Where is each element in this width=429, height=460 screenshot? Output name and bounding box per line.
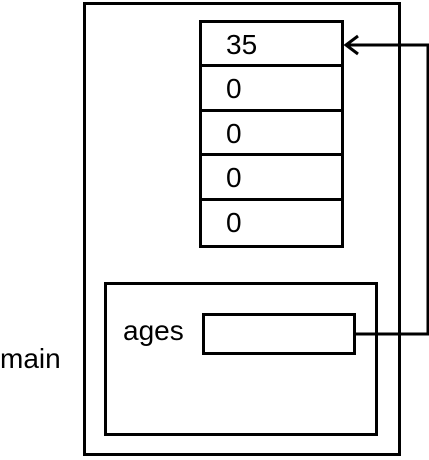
array-cell: 0 [202, 67, 341, 112]
variable-label: ages [123, 315, 184, 346]
array-cell-value: 35 [226, 29, 258, 60]
array-cell: 0 [202, 201, 341, 245]
array-cell-value: 0 [226, 162, 242, 194]
array-object: 35 0 0 0 0 [199, 20, 344, 248]
array-cell-value: 0 [226, 73, 242, 105]
array-cell: 35 [202, 23, 341, 68]
array-cell: 0 [202, 112, 341, 157]
variable-frame [104, 282, 378, 436]
array-cell: 0 [202, 156, 341, 201]
array-cell-value: 0 [226, 206, 242, 238]
variable-value-box [202, 313, 356, 355]
stack-frame-label: main [0, 343, 61, 374]
array-cell-value: 0 [226, 117, 242, 149]
